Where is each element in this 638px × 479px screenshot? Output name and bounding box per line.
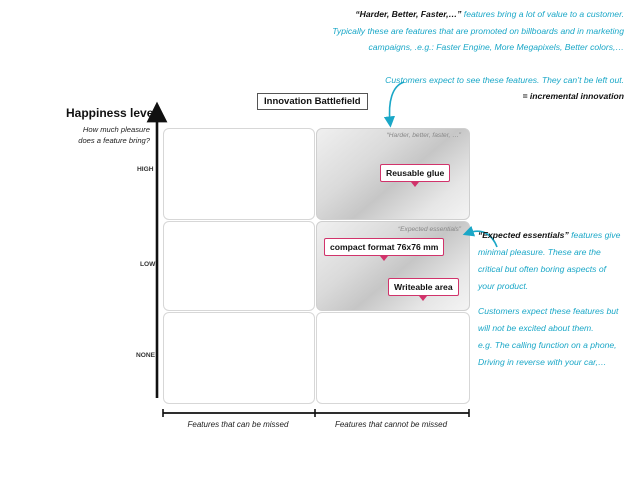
side-annotation-line-2: minimal pleasure. These are the (478, 247, 601, 257)
top-annotation-line-5: = incremental innovation (522, 91, 624, 101)
cell-low-essential: “Expected essentials” (316, 221, 470, 311)
y-axis-subtitle: How much pleasure does a feature bring? (78, 125, 150, 145)
y-axis-title: Happiness level (66, 106, 157, 120)
top-annotation-line-2: Typically these are features that are pr… (332, 25, 624, 36)
level-high: HIGH (137, 166, 154, 173)
cell-none-missable (163, 312, 315, 404)
cell-caption-expected-essentials: “Expected essentials” (397, 226, 461, 233)
battlefield-label: Innovation Battlefield (257, 93, 368, 110)
top-annotation: “Harder, Better, Faster,…” features brin… (284, 6, 624, 105)
top-annotation-line-1: “Harder, Better, Faster,…” features brin… (355, 9, 624, 19)
side-annotation-line-1: “Expected essentials” features give (478, 230, 621, 240)
cell-low-missable (163, 221, 315, 311)
callout-compact-format: compact format 76x76 mm (324, 238, 445, 261)
side-annotation-line-7: e.g. The calling function on a phone, (478, 340, 617, 350)
side-annotation-line-5: Customers expect these features but (478, 306, 619, 316)
x-label-can-be-missed: Features that can be missed (187, 420, 289, 429)
top-annotation-line-3: campaigns, .e.g.: Faster Engine, More Me… (368, 42, 624, 52)
side-annotation-headline: “Expected essentials” (478, 230, 569, 240)
callout-reusable-glue: Reusable glue (380, 164, 451, 187)
level-low: LOW (140, 261, 156, 268)
callout-writeable-area: Writeable area (388, 278, 459, 301)
top-annotation-headline: “Harder, Better, Faster,…” (355, 9, 462, 19)
side-annotation-line-4: your product. (478, 281, 529, 291)
top-annotation-line-4: Customers expect to see these features. … (385, 74, 624, 85)
side-annotation-line-6: will not be excited about them. (478, 323, 594, 333)
side-annotation: “Expected essentials” features give mini… (478, 227, 638, 371)
cell-none-essential (316, 312, 470, 404)
arrow-to-high-cell (383, 81, 405, 128)
arrow-to-low-cell (462, 225, 498, 248)
level-none: NONE (136, 352, 156, 359)
side-annotation-line-3: critical but often boring aspects of (478, 264, 607, 274)
side-annotation-line-8: Driving in reverse with your car,… (478, 357, 607, 367)
cell-caption-harder-better-faster: “Harder, better, faster, …” (386, 132, 461, 139)
x-label-cannot-be-missed: Features that cannot be missed (334, 420, 448, 429)
cell-high-missable (163, 128, 315, 220)
